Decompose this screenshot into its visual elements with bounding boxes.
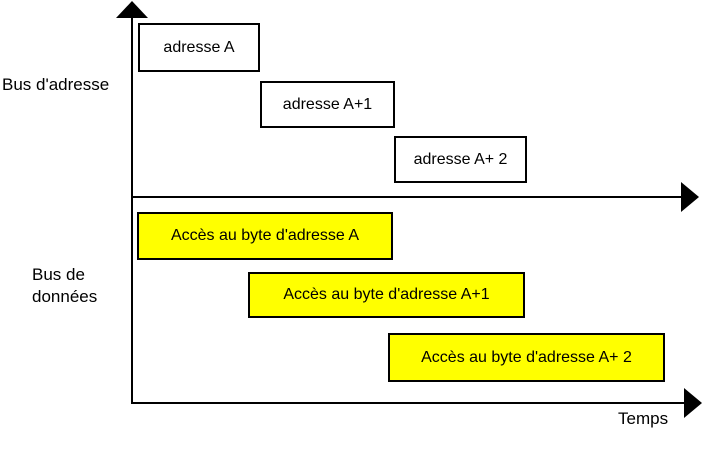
time-axis-line: [132, 402, 685, 404]
data-bus-label-line1: Bus de: [32, 265, 85, 284]
address-box-a-plus-2: adresse A+ 2: [394, 136, 527, 183]
address-bus-axis-line: [132, 196, 682, 198]
data-access-box-a: Accès au byte d'adresse A: [137, 212, 393, 260]
address-box-a: adresse A: [138, 23, 260, 72]
address-bus-label: Bus d'adresse: [2, 75, 110, 94]
data-bus-label-line2: données: [32, 287, 98, 306]
time-axis-label: Temps: [618, 409, 669, 428]
right-arrow-icon: [684, 388, 702, 418]
y-axis-line: [131, 12, 133, 404]
address-box-a-plus-1: adresse A+1: [260, 81, 395, 128]
data-bus-label: Bus de données: [32, 264, 97, 308]
up-arrow-icon: [116, 1, 148, 18]
data-access-box-a-plus-2: Accès au byte d'adresse A+ 2: [388, 333, 665, 382]
data-access-box-a-plus-1: Accès au byte d'adresse A+1: [248, 272, 525, 318]
right-arrow-icon: [681, 182, 699, 212]
